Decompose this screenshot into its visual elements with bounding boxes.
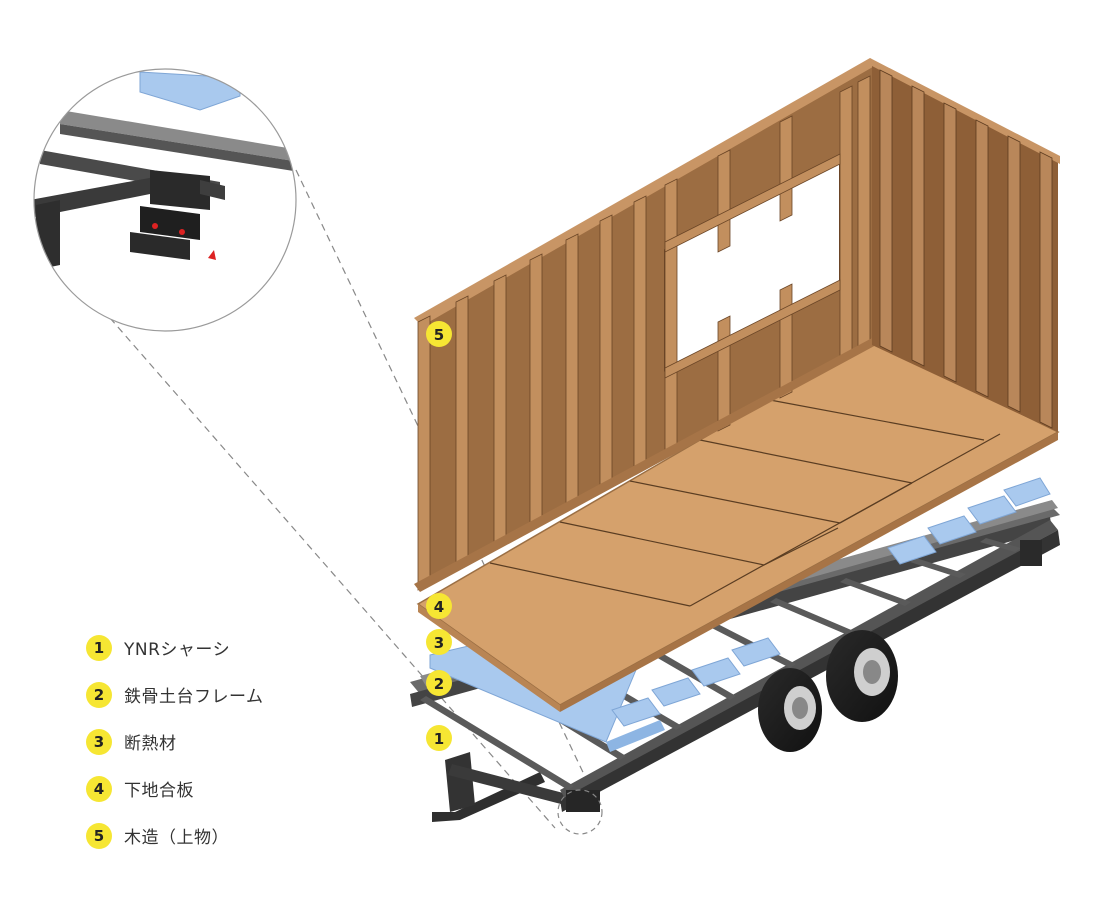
callout-1-number: 1: [434, 730, 444, 748]
callout-1: 1: [426, 725, 452, 751]
legend-item: 3 断熱材: [86, 718, 406, 765]
zoom-target-circle: [557, 789, 603, 835]
trailer-wheels: [758, 630, 898, 752]
legend-label: 下地合板: [124, 781, 194, 801]
legend-number-badge: 2: [86, 681, 112, 708]
legend-label: 断熱材: [124, 734, 177, 754]
callout-4: 4: [426, 593, 452, 619]
legend-number-badge: 5: [86, 822, 112, 849]
legend-number-badge: 4: [86, 775, 112, 802]
wood-frame-walls: [414, 58, 1060, 592]
plywood-subfloor: [416, 339, 1060, 712]
legend-label: 木造（上物）: [124, 828, 229, 848]
legend-item: 2 鉄骨土台フレーム: [86, 671, 406, 718]
legend-item: 1 YNRシャーシ: [86, 624, 406, 671]
callout-5-number: 5: [434, 326, 444, 344]
callout-5: 5: [426, 321, 452, 347]
legend-number-badge: 1: [86, 634, 112, 661]
zoom-detail-circle: [33, 68, 297, 332]
legend: 1 YNRシャーシ 2 鉄骨土台フレーム 3 断熱材 4 下地合板 5 木造（上…: [86, 624, 406, 859]
legend-item: 4 下地合板: [86, 765, 406, 812]
legend-number-badge: 3: [86, 728, 112, 755]
legend-label: 鉄骨土台フレーム: [124, 687, 264, 707]
callout-3: 3: [426, 629, 452, 655]
legend-label: YNRシャーシ: [124, 640, 231, 660]
callout-4-number: 4: [434, 598, 444, 616]
legend-item: 5 木造（上物）: [86, 812, 406, 859]
callout-2-number: 2: [434, 675, 444, 693]
callout-3-number: 3: [434, 634, 444, 652]
callout-2: 2: [426, 670, 452, 696]
